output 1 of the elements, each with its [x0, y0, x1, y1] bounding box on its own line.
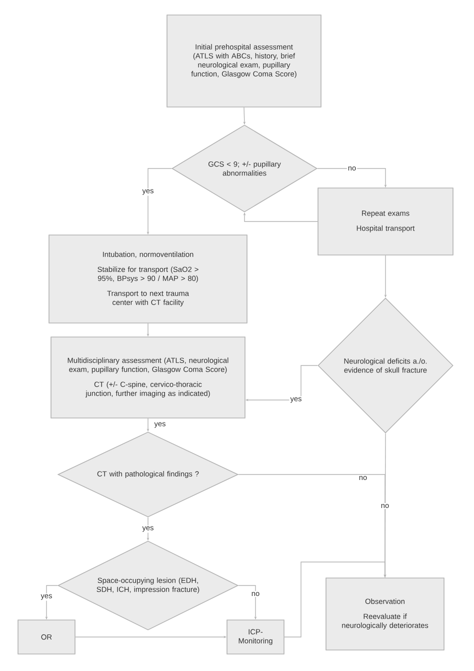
arrow: [284, 562, 386, 638]
